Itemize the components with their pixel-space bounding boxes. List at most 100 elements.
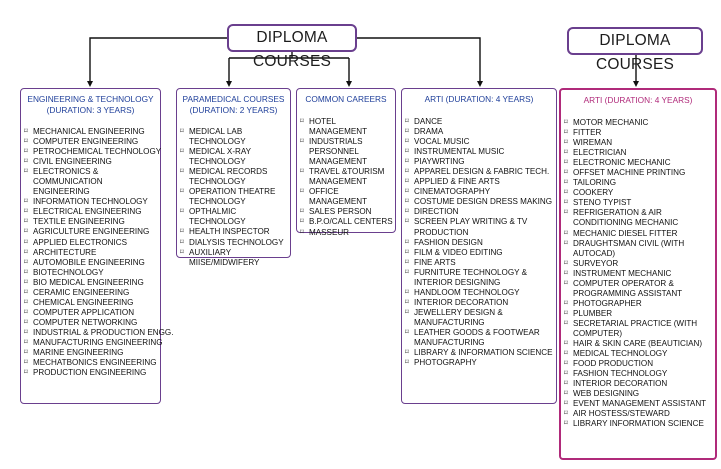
paramedical-course-list: MEDICAL LAB TECHNOLOGYMEDICAL X-RAY TECH… bbox=[177, 127, 290, 268]
course-item: HEALTH INSPECTOR bbox=[177, 227, 290, 237]
title-text: DIPLOMA COURSES bbox=[595, 32, 675, 73]
course-item: AGRICULTURE ENGINEERING bbox=[21, 227, 160, 237]
course-item: B.P.O/CALL CENTERS bbox=[297, 217, 395, 227]
course-item: APPLIED ELECTRONICS bbox=[21, 238, 160, 248]
diploma-courses-title-right: DIPLOMA COURSES bbox=[567, 27, 703, 73]
course-item: MOTOR MECHANIC bbox=[561, 118, 715, 128]
course-item: CIVIL ENGINEERING bbox=[21, 157, 160, 167]
course-item: MEDICAL RECORDS TECHNOLOGY bbox=[177, 167, 290, 187]
course-item: SALES PERSON bbox=[297, 207, 395, 217]
course-item: MEDICAL X-RAY TECHNOLOGY bbox=[177, 147, 290, 167]
duration-paramedical: (DURATION: 2 YEARS) bbox=[189, 104, 278, 115]
course-item: PRODUCTION ENGINEERING bbox=[21, 368, 160, 378]
course-item: FOOD PRODUCTION bbox=[561, 359, 715, 369]
course-item: INTERIOR DECORATION bbox=[402, 298, 556, 308]
panel-engineering-technology: ENGINEERING & TECHNOLOGY (DURATION: 3 YE… bbox=[20, 88, 173, 404]
course-item: PLUMBER bbox=[561, 309, 715, 319]
heading-paramedical: PARAMEDICAL COURSES bbox=[182, 94, 285, 104]
course-item: INSTRUMENT MECHANIC bbox=[561, 269, 715, 279]
course-item: LEATHER GOODS & FOOTWEAR MANUFACTURING bbox=[402, 328, 556, 348]
course-item: FASHION DESIGN bbox=[402, 238, 556, 248]
course-item: FINE ARTS bbox=[402, 258, 556, 268]
panel-heading: PARAMEDICAL COURSES (DURATION: 2 YEARS) bbox=[177, 89, 290, 115]
course-item: AUTOMOBILE ENGINEERING bbox=[21, 258, 160, 268]
panel-heading: ENGINEERING & TECHNOLOGY (DURATION: 3 YE… bbox=[21, 89, 160, 115]
course-item: FILM & VIDEO EDITING bbox=[402, 248, 556, 258]
engineering-course-list: MECHANICAL ENGINEERINGCOMPUTER ENGINEERI… bbox=[21, 127, 173, 378]
course-item: MASSEUR bbox=[297, 228, 395, 238]
course-item: FURNITURE TECHNOLOGY & INTERIOR DESIGNIN… bbox=[402, 268, 556, 288]
course-item: COMPUTER NETWORKING bbox=[21, 318, 160, 328]
arti-course-list-right: MOTOR MECHANICFITTERWIREMANELECTRICIANEL… bbox=[561, 118, 715, 430]
heading-arti-left: ARTI (DURATION: 4 YEARS) bbox=[424, 94, 534, 104]
course-item: FASHION TECHNOLOGY bbox=[561, 369, 715, 379]
course-item: OFFSET MACHINE PRINTING bbox=[561, 168, 715, 178]
course-item: LIBRARY & INFORMATION SCIENCE bbox=[402, 348, 556, 358]
course-item: WEB DESIGNING bbox=[561, 389, 715, 399]
panel-heading: ARTI (DURATION: 4 YEARS) bbox=[561, 90, 715, 106]
course-item: OPTHALMIC TECHNOLOGY bbox=[177, 207, 290, 227]
course-item: MANUFACTURING ENGINEERING bbox=[21, 338, 163, 348]
course-item: ELECTRONIC MECHANIC bbox=[561, 158, 715, 168]
course-item: PIAYWRTING bbox=[402, 157, 556, 167]
course-item: VOCAL MUSIC bbox=[402, 137, 556, 147]
heading-arti-right: ARTI (DURATION: 4 YEARS) bbox=[583, 95, 693, 105]
course-item: COMPUTER OPERATOR & PROGRAMMING ASSISTAN… bbox=[561, 279, 715, 299]
panel-arti-right: ARTI (DURATION: 4 YEARS) MOTOR MECHANICF… bbox=[559, 88, 717, 460]
course-item: AUXILIARY MIISE/MIDWIFERY bbox=[177, 248, 290, 268]
course-item: TRAVEL &TOURISM MANAGEMENT bbox=[297, 167, 395, 187]
course-item: BIOTECHNOLOGY bbox=[21, 268, 160, 278]
course-item: OPERATION THEATRE TECHNOLOGY bbox=[177, 187, 290, 207]
duration-engineering: (DURATION: 3 YEARS) bbox=[46, 104, 135, 115]
course-item: OFFICE MANAGEMENT bbox=[297, 187, 395, 207]
course-item: INTERIOR DECORATION bbox=[561, 379, 715, 389]
title-text: DIPLOMA COURSES bbox=[252, 29, 332, 70]
course-item: TEXTILE ENGINEERING bbox=[21, 217, 160, 227]
panel-arti-left: ARTI (DURATION: 4 YEARS) DANCEDRAMAVOCAL… bbox=[401, 88, 557, 404]
course-item: HOTEL MANAGEMENT bbox=[297, 117, 395, 137]
course-item: INDUSTRIAL & PRODUCTION ENGG. bbox=[21, 328, 173, 338]
heading-common: COMMON CAREERS bbox=[305, 94, 387, 104]
course-item: INSTRUMENTAL MUSIC bbox=[402, 147, 556, 157]
course-item: INFORMATION TECHNOLOGY bbox=[21, 197, 160, 207]
course-item: ELECTRONICS & COMMUNICATION ENGINEERING bbox=[21, 167, 160, 197]
course-item: COSTUME DESIGN DRESS MAKING bbox=[402, 197, 556, 207]
panel-paramedical-courses: PARAMEDICAL COURSES (DURATION: 2 YEARS) … bbox=[176, 88, 291, 267]
course-item: SURVEYOR bbox=[561, 259, 715, 269]
course-item: HANDLOOM TECHNOLOGY bbox=[402, 288, 556, 298]
course-item: FITTER bbox=[561, 128, 715, 138]
course-item: MEDICAL TECHNOLOGY bbox=[561, 349, 715, 359]
course-item: SECRETARIAL PRACTICE (WITH COMPUTER) bbox=[561, 319, 715, 339]
course-item: MECHANIC DIESEL FITTER bbox=[561, 229, 715, 239]
course-item: MARINE ENGINEERING bbox=[21, 348, 160, 358]
course-item: DANCE bbox=[402, 117, 556, 127]
course-item: WIREMAN bbox=[561, 138, 715, 148]
course-item: DRAMA bbox=[402, 127, 556, 137]
course-item: ELECTRICIAN bbox=[561, 148, 715, 158]
course-item: COOKERY bbox=[561, 188, 715, 198]
course-item: AIR HOSTESS/STEWARD bbox=[561, 409, 715, 419]
course-item: MECHATBONICS ENGINEERING bbox=[21, 358, 160, 368]
course-item: DRAUGHTSMAN CIVIL (WITH AUTOCAD) bbox=[561, 239, 715, 259]
course-item: MEDICAL LAB TECHNOLOGY bbox=[177, 127, 290, 147]
course-item: EVENT MANAGEMENT ASSISTANT bbox=[561, 399, 715, 409]
course-item: CINEMATOGRAPHY bbox=[402, 187, 556, 197]
course-item: STENO TYPIST bbox=[561, 198, 715, 208]
course-item: PETROCHEMICAL TECHNOLOGY bbox=[21, 147, 161, 157]
course-item: HAIR & SKIN CARE (BEAUTICIAN) bbox=[561, 339, 715, 349]
course-item: DIRECTION bbox=[402, 207, 556, 217]
panel-heading: ARTI (DURATION: 4 YEARS) bbox=[402, 89, 556, 105]
course-item: CERAMIC ENGINEERING bbox=[21, 288, 160, 298]
arti-course-list-left: DANCEDRAMAVOCAL MUSICINSTRUMENTAL MUSICP… bbox=[402, 117, 556, 368]
panel-heading: COMMON CAREERS bbox=[297, 89, 395, 105]
diploma-courses-title-left: DIPLOMA COURSES bbox=[227, 24, 357, 70]
course-item: PHOTOGRAPHER bbox=[561, 299, 715, 309]
course-item: SCREEN PLAY WRITING & TV PRODUCTION bbox=[402, 217, 556, 237]
course-item: APPAREL DESIGN & FABRIC TECH. bbox=[402, 167, 556, 177]
course-item: COMPUTER ENGINEERING bbox=[21, 137, 160, 147]
course-item: BIO MEDICAL ENGINEERING bbox=[21, 278, 160, 288]
course-item: APPLIED & FINE ARTS bbox=[402, 177, 556, 187]
course-item: ELECTRICAL ENGINEERING bbox=[21, 207, 160, 217]
course-item: JEWELLERY DESIGN & MANUFACTURING bbox=[402, 308, 556, 328]
heading-engineering: ENGINEERING & TECHNOLOGY bbox=[27, 94, 154, 104]
